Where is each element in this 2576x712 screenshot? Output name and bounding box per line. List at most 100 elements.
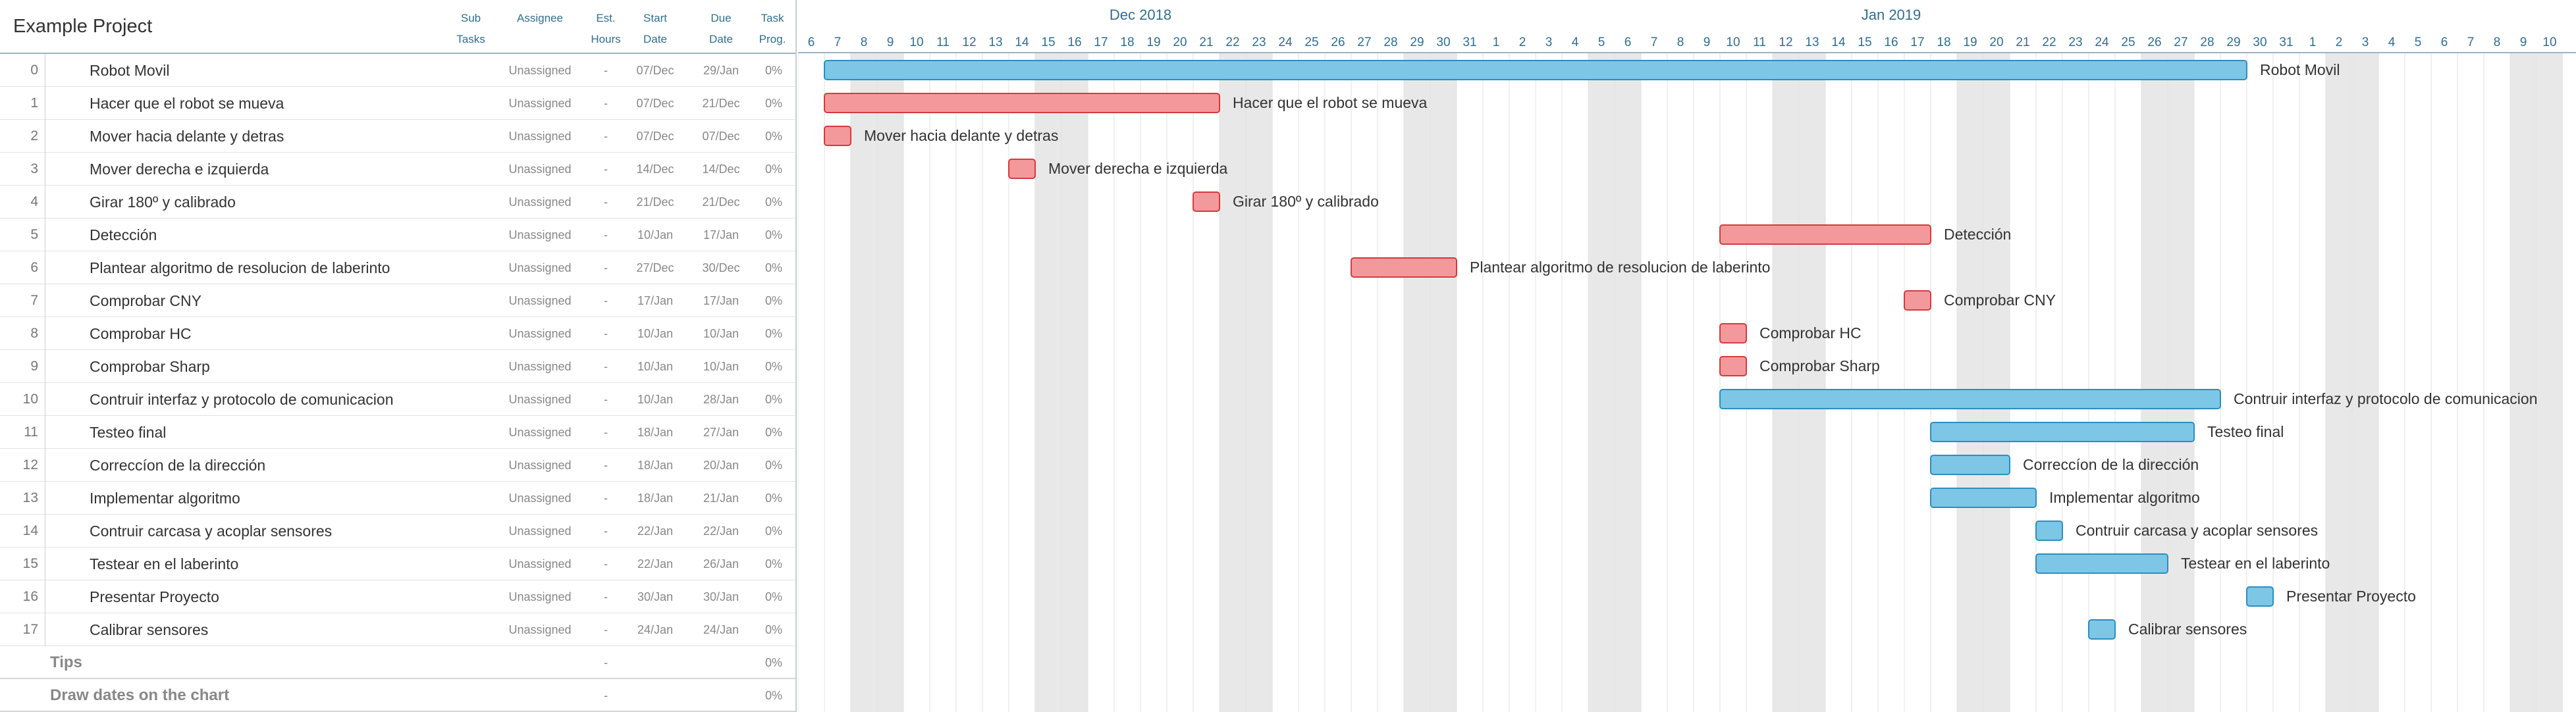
task-bar-label[interactable]: Mover hacia delante y detras [864,127,1058,144]
task-bar[interactable] [824,60,2247,80]
task-assignee[interactable]: Unassigned [508,590,572,603]
task-start-date[interactable]: 30/Jan [637,590,674,603]
task-start-date[interactable]: 21/Dec [636,195,674,209]
day-label[interactable]: 26 [2147,36,2161,49]
day-label[interactable]: 27 [1357,36,1371,49]
task-progress[interactable]: 0% [765,130,782,143]
task-est-hours[interactable]: - [604,64,608,77]
task-name[interactable]: Contruir carcasa y acoplar sensores [90,522,333,540]
task-due-date[interactable]: 22/Jan [703,524,739,538]
task-assignee[interactable]: Unassigned [508,524,572,538]
column-header-due-date[interactable]: Due Date [698,8,744,50]
day-label[interactable]: 8 [2494,36,2501,49]
task-due-date[interactable]: 24/Jan [703,623,739,636]
day-label[interactable]: 11 [1753,36,1766,49]
day-label[interactable]: 6 [1624,36,1632,49]
task-bar[interactable] [1930,422,2195,442]
task-bar[interactable] [1719,224,1931,245]
task-bar-label[interactable]: Testear en el laberinto [2181,555,2330,572]
day-label[interactable]: 26 [1331,36,1345,49]
day-label[interactable]: 14 [1015,36,1029,49]
task-start-date[interactable]: 17/Jan [637,294,674,307]
day-label[interactable]: 2 [1519,36,1526,49]
task-start-date[interactable]: 24/Jan [637,623,674,636]
extra-row[interactable]: Draw dates on the chart-0% [0,679,795,712]
day-label[interactable]: 25 [2121,36,2135,49]
day-label[interactable]: 19 [1963,36,1977,49]
task-start-date[interactable]: 07/Dec [636,64,674,77]
day-label[interactable]: 20 [1173,36,1187,49]
task-est-hours[interactable]: - [604,130,608,143]
task-due-date[interactable]: 20/Jan [703,459,739,472]
task-progress[interactable]: 0% [765,327,782,340]
task-est-hours[interactable]: - [604,261,608,274]
task-due-date[interactable]: 17/Jan [703,294,739,307]
task-bar-label[interactable]: Comprobar CNY [1944,292,2056,309]
column-header-start-date[interactable]: Start Date [632,8,678,50]
day-label[interactable]: 16 [1067,36,1081,49]
column-header-task-prog[interactable]: Task Prog. [751,8,794,50]
task-assignee[interactable]: Unassigned [508,64,572,77]
day-label[interactable]: 3 [2362,36,2369,49]
task-start-date[interactable]: 14/Dec [636,163,674,176]
day-label[interactable]: 28 [2200,36,2214,49]
task-name[interactable]: Comprobar CNY [90,292,201,309]
task-assignee[interactable]: Unassigned [508,623,572,636]
day-label[interactable]: 28 [1383,36,1397,49]
task-progress[interactable]: 0% [765,524,782,538]
task-bar[interactable] [1904,290,1931,311]
task-bar-label[interactable]: Girar 180º y calibrado [1233,193,1379,210]
task-bar-label[interactable]: Presentar Proyecto [2286,588,2416,605]
task-start-date[interactable]: 18/Jan [637,426,674,439]
task-due-date[interactable]: 30/Jan [703,590,739,603]
day-label[interactable]: 9 [2520,36,2527,49]
day-label[interactable]: 1 [2309,36,2317,49]
task-est-hours[interactable]: - [604,590,608,603]
task-bar[interactable] [1930,455,2010,475]
task-assignee[interactable]: Unassigned [508,393,572,406]
day-label[interactable]: 22 [2042,36,2056,49]
task-progress[interactable]: 0% [765,623,782,636]
task-progress[interactable]: 0% [765,294,782,307]
task-progress[interactable]: 0% [765,492,782,505]
task-bar[interactable] [2088,619,2116,640]
task-bar-label[interactable]: Correccíon de la dirección [2023,456,2199,473]
day-label[interactable]: 4 [2388,36,2396,49]
day-label[interactable]: 10 [1726,36,1740,49]
task-due-date[interactable]: 10/Jan [703,327,739,340]
task-due-date[interactable]: 10/Jan [703,360,739,373]
task-bar-label[interactable]: Plantear algoritmo de resolucion de labe… [1470,259,1770,276]
task-bar-label[interactable]: Testeo final [2207,423,2284,440]
day-label[interactable]: 8 [1677,36,1684,49]
task-due-date[interactable]: 07/Dec [702,130,740,143]
task-assignee[interactable]: Unassigned [508,228,572,242]
column-header-assignee[interactable]: Assignee [500,8,579,29]
task-assignee[interactable]: Unassigned [508,327,572,340]
day-label[interactable]: 6 [808,36,815,49]
task-progress[interactable]: 0% [765,590,782,603]
task-assignee[interactable]: Unassigned [508,360,572,373]
task-start-date[interactable]: 27/Dec [636,261,674,274]
task-name[interactable]: Plantear algoritmo de resolucion de labe… [90,259,390,276]
day-label[interactable]: 24 [2095,36,2109,49]
day-label[interactable]: 20 [1989,36,2003,49]
day-label[interactable]: 29 [2226,36,2240,49]
task-name[interactable]: Detección [90,226,157,243]
task-bar-label[interactable]: Mover derecha e izquierda [1048,160,1228,177]
task-name[interactable]: Implementar algoritmo [90,490,240,507]
task-due-date[interactable]: 29/Jan [703,64,739,77]
task-est-hours[interactable]: - [604,228,608,242]
task-name[interactable]: Mover derecha e izquierda [90,161,269,178]
task-name[interactable]: Testeo final [90,424,167,441]
task-est-hours[interactable]: - [604,97,608,110]
task-bar[interactable] [2246,586,2274,607]
day-label[interactable]: 6 [2441,36,2448,49]
day-label[interactable]: 4 [1572,36,1579,49]
task-est-hours[interactable]: - [604,426,608,439]
task-bar-label[interactable]: Hacer que el robot se mueva [1233,94,1428,111]
day-label[interactable]: 31 [1462,36,1476,49]
